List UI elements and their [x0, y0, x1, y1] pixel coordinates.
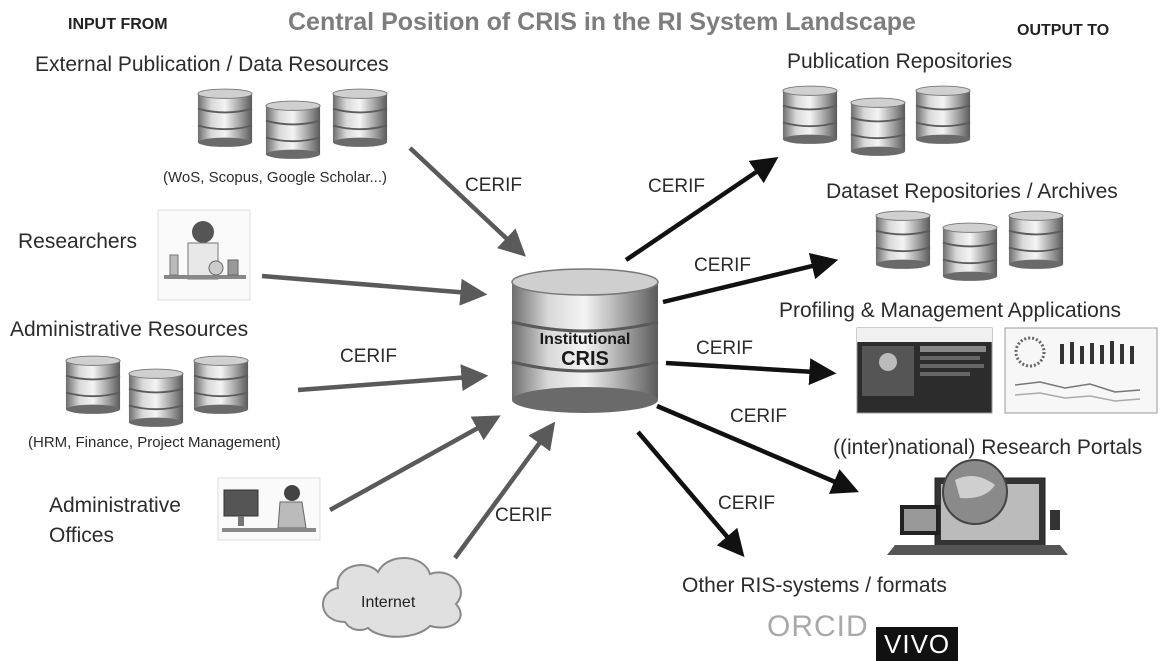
input-header: INPUT FROM: [68, 16, 168, 33]
arrow-cris-to-portals: [656, 403, 859, 494]
other-ris-systems-label: Other RIS-systems / formats: [682, 574, 947, 597]
profiling-applications-label: Profiling & Management Applications: [779, 299, 1122, 322]
external-db-group: [197, 88, 388, 160]
output-header: OUTPUT TO: [1017, 22, 1110, 39]
arrow-administrative-to-cris: [297, 364, 489, 393]
dataset-db-group: [875, 210, 1064, 282]
cerif-label-publication: CERIF: [648, 176, 705, 197]
external-resources-label: External Publication / Data Resources: [35, 53, 389, 76]
cris-label-line1: Institutional: [539, 331, 631, 348]
research-portals-label: ((inter)national) Research Portals: [833, 436, 1143, 459]
cris-label-line2: CRIS: [561, 348, 609, 370]
cerif-label-profiling: CERIF: [696, 338, 753, 359]
internet-label: Internet: [361, 594, 416, 611]
office-image: [217, 477, 321, 541]
offices-label-line1: Administrative: [49, 494, 181, 517]
administrative-db-group: [65, 355, 249, 428]
administrative-resources-label: Administrative Resources: [10, 318, 249, 341]
researcher-image: [157, 209, 251, 301]
researchers-label: Researchers: [18, 230, 138, 253]
vivo-logo: VIVO: [876, 627, 959, 661]
cerif-label-administrative: CERIF: [340, 346, 397, 367]
arrow-internet-to-cris: [453, 421, 556, 560]
arrow-cris-to-publication: [624, 156, 779, 262]
arrow-external-to-cris: [408, 146, 526, 257]
arrow-cris-to-dataset: [662, 252, 839, 305]
cerif-label-other: CERIF: [718, 493, 775, 514]
publication-repositories-label: Publication Repositories: [787, 50, 1013, 73]
cerif-label-internet: CERIF: [495, 505, 552, 526]
profiling-screenshot-1: [856, 327, 993, 414]
publication-db-group: [782, 85, 971, 157]
administrative-resources-note: (HRM, Finance, Project Management): [28, 434, 281, 451]
page-title: Central Position of CRIS in the RI Syste…: [288, 8, 916, 36]
cris-database-icon: [511, 268, 659, 413]
arrow-cris-to-profiling: [665, 358, 837, 386]
profiling-screenshot-2: [1004, 327, 1158, 414]
cerif-label-external: CERIF: [465, 175, 522, 196]
offices-label-line2: Offices: [49, 524, 114, 547]
orcid-logo: ORCID: [767, 610, 869, 643]
arrow-cris-to-other: [636, 430, 745, 558]
cerif-label-dataset: CERIF: [694, 255, 751, 276]
cerif-label-portals: CERIF: [730, 406, 787, 427]
research-portal-devices-image: [887, 459, 1068, 555]
arrow-researchers-to-cris: [261, 273, 488, 306]
external-resources-note: (WoS, Scopus, Google Scholar...): [163, 169, 387, 186]
arrow-offices-to-cris: [328, 415, 501, 512]
input-arrows: [261, 146, 556, 560]
dataset-repositories-label: Dataset Repositories / Archives: [826, 180, 1118, 203]
internet-cloud-icon: [321, 557, 462, 638]
output-arrows: [624, 156, 859, 558]
